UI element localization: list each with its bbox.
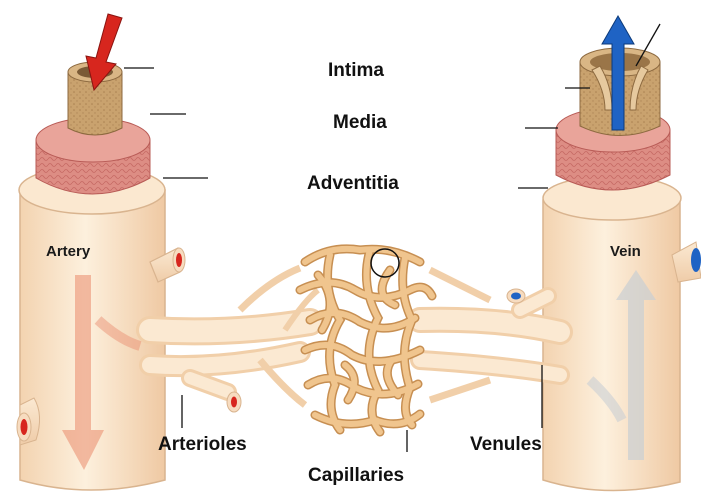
label-adventitia: Adventitia	[307, 173, 399, 195]
label-artery: Artery	[46, 243, 90, 260]
capillary-bed	[300, 249, 432, 432]
label-arterioles: Arterioles	[158, 434, 247, 456]
arterioles	[150, 268, 318, 412]
label-media: Media	[333, 112, 387, 134]
label-intima: Intima	[328, 60, 384, 82]
artery-branch-lumen	[176, 253, 182, 267]
venules	[420, 270, 560, 400]
label-venules: Venules	[470, 434, 542, 456]
label-vein: Vein	[610, 243, 641, 260]
label-capillaries: Capillaries	[308, 465, 404, 487]
